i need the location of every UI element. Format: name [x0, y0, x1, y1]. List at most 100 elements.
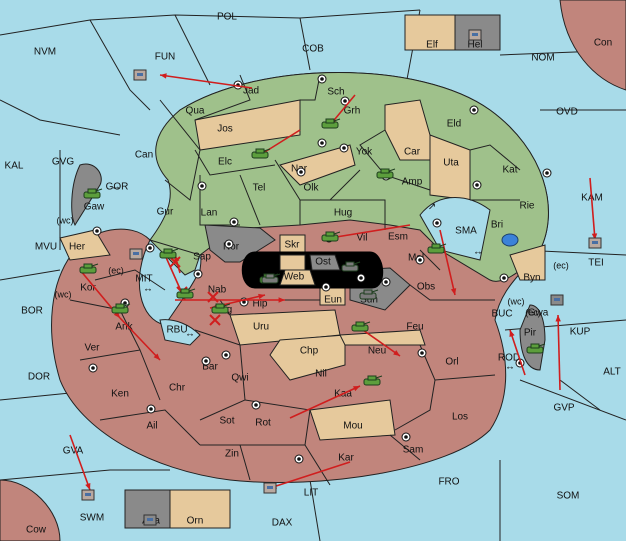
army-unit-green[interactable] [526, 343, 546, 354]
order-arrow [159, 74, 253, 89]
land-label-gur: Gur [157, 207, 174, 218]
army-unit-green[interactable] [251, 148, 271, 159]
land-label-uta: Uta [443, 158, 459, 169]
army-unit-grey[interactable] [359, 289, 379, 300]
sea-label-sma: SMA [455, 226, 477, 237]
order-arrowhead [153, 353, 160, 360]
land-label-jos: Jos [217, 124, 233, 135]
sea-label-dax: DAX [272, 518, 293, 529]
fleet-unit[interactable] [129, 248, 143, 260]
supply-center-dot [435, 221, 439, 225]
sea-label-tei: TEI [588, 258, 604, 269]
fleet-unit[interactable] [588, 237, 602, 249]
sea-label-alt: ALT [603, 367, 621, 378]
land-label-kar: Kar [338, 453, 354, 464]
order-arrow [589, 177, 596, 241]
sea-label-gor: GOR [106, 182, 129, 193]
land-label-gwa: Gwa [528, 308, 549, 319]
supply-center-dot [242, 300, 246, 304]
army-unit-green[interactable] [111, 303, 131, 314]
fleet-unit[interactable] [143, 514, 157, 526]
order-arrowhead [393, 350, 400, 356]
supply-center-dot [324, 285, 328, 289]
land-label-rot: Rot [255, 418, 271, 429]
sea-label-kal: KAL [5, 161, 24, 172]
army-unit-grey[interactable] [341, 261, 361, 272]
strait-arrow-icon: ↔ [505, 362, 515, 373]
coast-label: (wc) [55, 289, 72, 299]
supply-center-dot [320, 77, 324, 81]
coast-label: (ec) [525, 307, 541, 317]
order-arrowhead [450, 288, 457, 295]
fleet-unit[interactable] [550, 294, 564, 306]
order-arrow [509, 329, 526, 376]
sea-label-gvg: GVG [52, 157, 74, 168]
fleet-unit[interactable] [468, 29, 482, 41]
land-label-sam: Sam [403, 445, 424, 456]
supply-center-dot [420, 351, 424, 355]
land-label-yok: Yok [356, 147, 373, 158]
supply-center-dot [254, 403, 258, 407]
army-unit-grey[interactable] [261, 273, 281, 284]
sea-label-mit: MIT [135, 274, 152, 285]
land-label-can: Can [135, 150, 153, 161]
sea-label-nvm: NVM [34, 47, 56, 58]
supply-center-dot [502, 276, 506, 280]
army-unit-green[interactable] [159, 248, 179, 259]
sea-label-rbu: RBU [166, 325, 187, 336]
land-label-web: Web [284, 272, 305, 283]
strait-arrow-icon: ↔ [185, 329, 195, 340]
land-label-rie: Rie [519, 201, 534, 212]
fleet-unit[interactable] [263, 482, 277, 494]
army-unit-green[interactable] [351, 321, 371, 332]
land-label-amp: Amp [402, 177, 423, 188]
fleet-unit[interactable] [81, 489, 95, 501]
sea-label-gva: GVA [63, 446, 84, 457]
cancel-order-icon [209, 314, 221, 326]
fleet-unit[interactable] [133, 69, 147, 81]
land-label-ail: Ail [146, 421, 157, 432]
sea-label-kup: KUP [570, 327, 591, 338]
land-label-zin: Zin [225, 449, 239, 460]
land-label-ver: Ver [84, 343, 100, 354]
coast-label: (ec) [553, 260, 569, 270]
land-label-orn: Orn [187, 516, 204, 527]
supply-center-dot [200, 184, 204, 188]
sea-label-rod: ROD [498, 353, 520, 364]
sea-label-mvu: MVU [35, 242, 57, 253]
supply-center-dot [204, 359, 208, 363]
supply-center-dot [196, 272, 200, 276]
army-unit-green[interactable] [363, 375, 383, 386]
army-unit-green[interactable] [79, 263, 99, 274]
supply-center-dot [148, 246, 152, 250]
supply-center-dot [149, 407, 153, 411]
army-unit-green[interactable] [176, 288, 196, 299]
strait-arrow-icon: ↗ [428, 202, 436, 213]
army-unit-green[interactable] [321, 231, 341, 242]
army-unit-green[interactable] [83, 188, 103, 199]
army-unit-green[interactable] [321, 118, 341, 129]
supply-center-dot [95, 229, 99, 233]
land-label-chp: Chp [300, 346, 319, 357]
army-unit-green[interactable] [427, 243, 447, 254]
supply-center-dot [91, 366, 95, 370]
army-unit-green[interactable] [211, 303, 231, 314]
supply-center-dot [472, 108, 476, 112]
land-label-orl: Orl [445, 357, 458, 368]
supply-center-dot [384, 280, 388, 284]
inner-sea-rbu [159, 319, 201, 346]
land-label-mou: Mou [343, 421, 362, 432]
fleet-unit-blue[interactable] [501, 233, 519, 247]
land-label-olk: Olk [304, 183, 320, 194]
sea-label-pol: POL [217, 12, 237, 23]
land-label-ost: Ost [315, 257, 331, 268]
land-label-skr: Skr [285, 240, 301, 251]
strait-markers: ↔↔↔↔↔↗ [111, 182, 515, 373]
order-arrowhead [258, 293, 265, 300]
land-label-grh: Grh [344, 106, 361, 117]
land-label-kor: Kor [80, 283, 96, 294]
order-arrow [69, 434, 91, 491]
strait-arrow-icon: ↔ [143, 284, 153, 295]
army-unit-green[interactable] [376, 168, 396, 179]
